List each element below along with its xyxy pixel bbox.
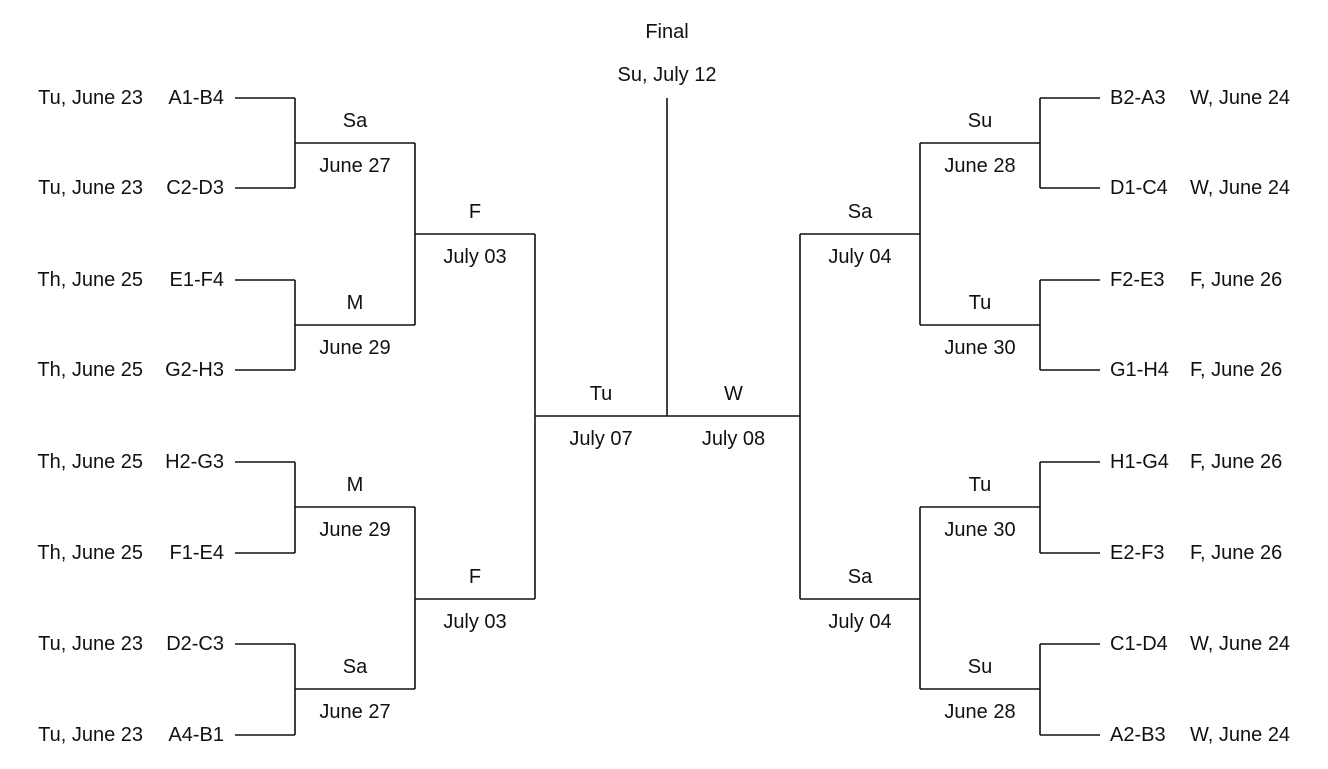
right-r1-date: F, June 26 (1190, 359, 1283, 381)
left-r2-date: June 27 (319, 701, 391, 723)
right-r1-match: E2-F3 (1110, 542, 1165, 564)
right-r1-date: F, June 26 (1190, 269, 1283, 291)
left-r1-match: G2-H3 (165, 359, 224, 381)
left-r1-match: F1-E4 (169, 542, 224, 564)
final-title: Final (645, 21, 689, 43)
left-r1-match: A1-B4 (168, 87, 224, 109)
left-r1-date: Tu, June 23 (38, 87, 143, 109)
right-r1-date: F, June 26 (1190, 542, 1283, 564)
left-r1-match: C2-D3 (166, 177, 224, 199)
left-r2-date: June 29 (319, 519, 391, 541)
right-r1-match: H1-G4 (1110, 451, 1169, 473)
left-qf-day: F (468, 566, 482, 588)
left-r2-day: Sa (342, 110, 368, 132)
left-r1-match: A4-B1 (168, 724, 224, 746)
right-semi-date: July 08 (701, 428, 766, 450)
left-r1-match: E1-F4 (169, 269, 224, 291)
left-r2-date: June 29 (319, 337, 391, 359)
left-r1-date: Th, June 25 (37, 451, 143, 473)
left-qf-day: F (468, 201, 482, 223)
left-qf-date: July 03 (443, 246, 507, 268)
right-r1-match: A2-B3 (1110, 724, 1166, 746)
right-r2-day: Su (967, 110, 993, 132)
left-r1-match: H2-G3 (165, 451, 224, 473)
right-r2-date: June 28 (944, 701, 1016, 723)
right-qf-day: Sa (847, 201, 873, 223)
right-qf-day: Sa (847, 566, 873, 588)
right-r1-date: W, June 24 (1190, 87, 1291, 109)
left-r2-date: June 27 (319, 155, 391, 177)
right-r1-date: F, June 26 (1190, 451, 1283, 473)
right-r1-match: G1-H4 (1110, 359, 1169, 381)
left-r1-date: Th, June 25 (37, 542, 143, 564)
right-qf-date: July 04 (828, 611, 892, 633)
left-semi-date: July 07 (569, 428, 633, 450)
left-semi-day: Tu (589, 383, 613, 405)
right-r2-day: Tu (968, 474, 992, 496)
right-r2-day: Su (967, 656, 993, 678)
left-r2-day: M (346, 474, 364, 496)
left-r2-day: M (346, 292, 364, 314)
right-r2-date: June 28 (944, 155, 1016, 177)
left-r1-date: Tu, June 23 (38, 633, 143, 655)
left-r1-date: Th, June 25 (37, 269, 143, 291)
right-r2-day: Tu (968, 292, 992, 314)
left-qf-date: July 03 (443, 611, 507, 633)
right-r2-date: June 30 (944, 519, 1016, 541)
left-r1-date: Th, June 25 (37, 359, 143, 381)
left-r1-date: Tu, June 23 (38, 724, 143, 746)
right-r1-date: W, June 24 (1190, 724, 1291, 746)
right-r1-match: C1-D4 (1110, 633, 1168, 655)
right-r1-match: B2-A3 (1110, 87, 1166, 109)
left-r2-day: Sa (342, 656, 368, 678)
left-r1-match: D2-C3 (166, 633, 224, 655)
right-r1-match: F2-E3 (1110, 269, 1165, 291)
right-r1-date: W, June 24 (1190, 633, 1291, 655)
right-r1-date: W, June 24 (1190, 177, 1291, 199)
final-date: Su, July 12 (617, 64, 717, 86)
left-r1-date: Tu, June 23 (38, 177, 143, 199)
right-semi-day: W (724, 383, 743, 405)
right-r1-match: D1-C4 (1110, 177, 1168, 199)
right-qf-date: July 04 (828, 246, 892, 268)
right-r2-date: June 30 (944, 337, 1016, 359)
